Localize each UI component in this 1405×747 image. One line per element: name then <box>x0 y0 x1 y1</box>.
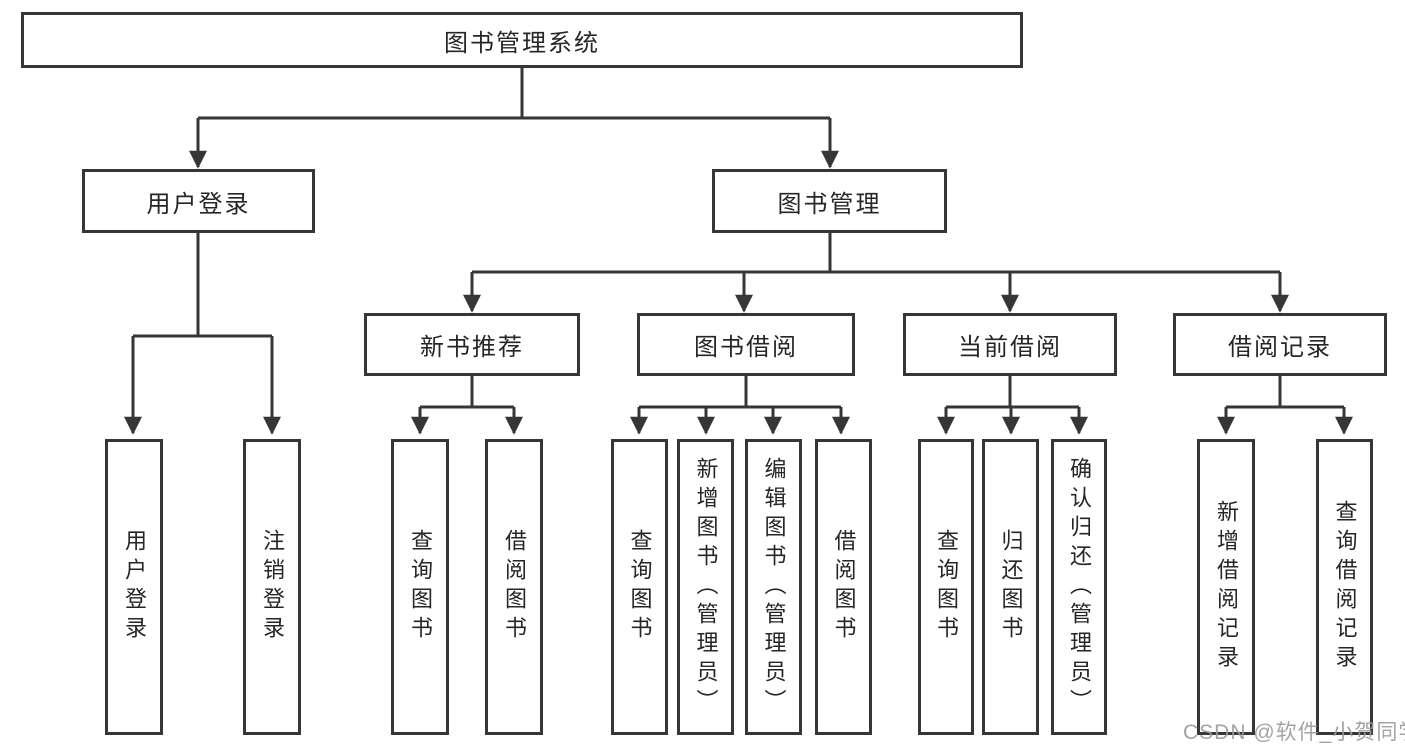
leaf-query-borrow-record: 查询借阅记录 <box>1316 439 1373 735</box>
leaf-borrow-books-label: 借阅图书 <box>831 529 857 645</box>
node-book-management: 图书管理 <box>712 169 947 233</box>
node-book-borrow: 图书借阅 <box>637 313 855 376</box>
leaf-query-books-borrow: 查询图书 <box>611 439 668 735</box>
leaf-query-books-recommend-label: 查询图书 <box>408 529 433 645</box>
leaf-query-books-current: 查询图书 <box>918 439 974 735</box>
leaf-edit-book-admin: 编辑图书（管理员） <box>745 439 802 735</box>
leaf-query-books-recommend: 查询图书 <box>391 439 449 735</box>
leaf-query-books-borrow-label: 查询图书 <box>627 529 653 645</box>
leaf-logout: 注销登录 <box>243 439 301 735</box>
leaf-add-borrow-record: 新增借阅记录 <box>1197 439 1255 735</box>
node-user-login: 用户登录 <box>82 169 315 233</box>
leaf-borrow-books-recommend-label: 借阅图书 <box>502 529 527 645</box>
leaf-confirm-return-admin: 确认归还（管理员） <box>1051 439 1107 735</box>
leaf-user-login: 用户登录 <box>105 439 163 735</box>
leaf-logout-label: 注销登录 <box>260 529 285 645</box>
leaf-query-books-current-label: 查询图书 <box>934 529 959 645</box>
node-root-system: 图书管理系统 <box>21 12 1023 68</box>
leaf-return-books: 归还图书 <box>982 439 1039 735</box>
node-borrow-records: 借阅记录 <box>1173 313 1387 376</box>
leaf-borrow-books: 借阅图书 <box>815 439 872 735</box>
leaf-confirm-return-admin-label: 确认归还（管理员） <box>1067 456 1092 718</box>
leaf-add-borrow-record-label: 新增借阅记录 <box>1214 500 1239 674</box>
leaf-query-borrow-record-label: 查询借阅记录 <box>1332 500 1358 674</box>
csdn-watermark: CSDN @软件_小贺同学 <box>1183 721 1405 744</box>
leaf-edit-book-admin-label: 编辑图书（管理员） <box>761 456 787 718</box>
leaf-add-book-admin-label: 新增图书（管理员） <box>693 456 719 718</box>
leaf-user-login-label: 用户登录 <box>122 529 147 645</box>
leaf-return-books-label: 归还图书 <box>998 529 1024 645</box>
node-new-book-recommend: 新书推荐 <box>364 313 580 376</box>
leaf-borrow-books-recommend: 借阅图书 <box>485 439 543 735</box>
node-current-borrow: 当前借阅 <box>903 313 1117 376</box>
leaf-add-book-admin: 新增图书（管理员） <box>677 439 734 735</box>
